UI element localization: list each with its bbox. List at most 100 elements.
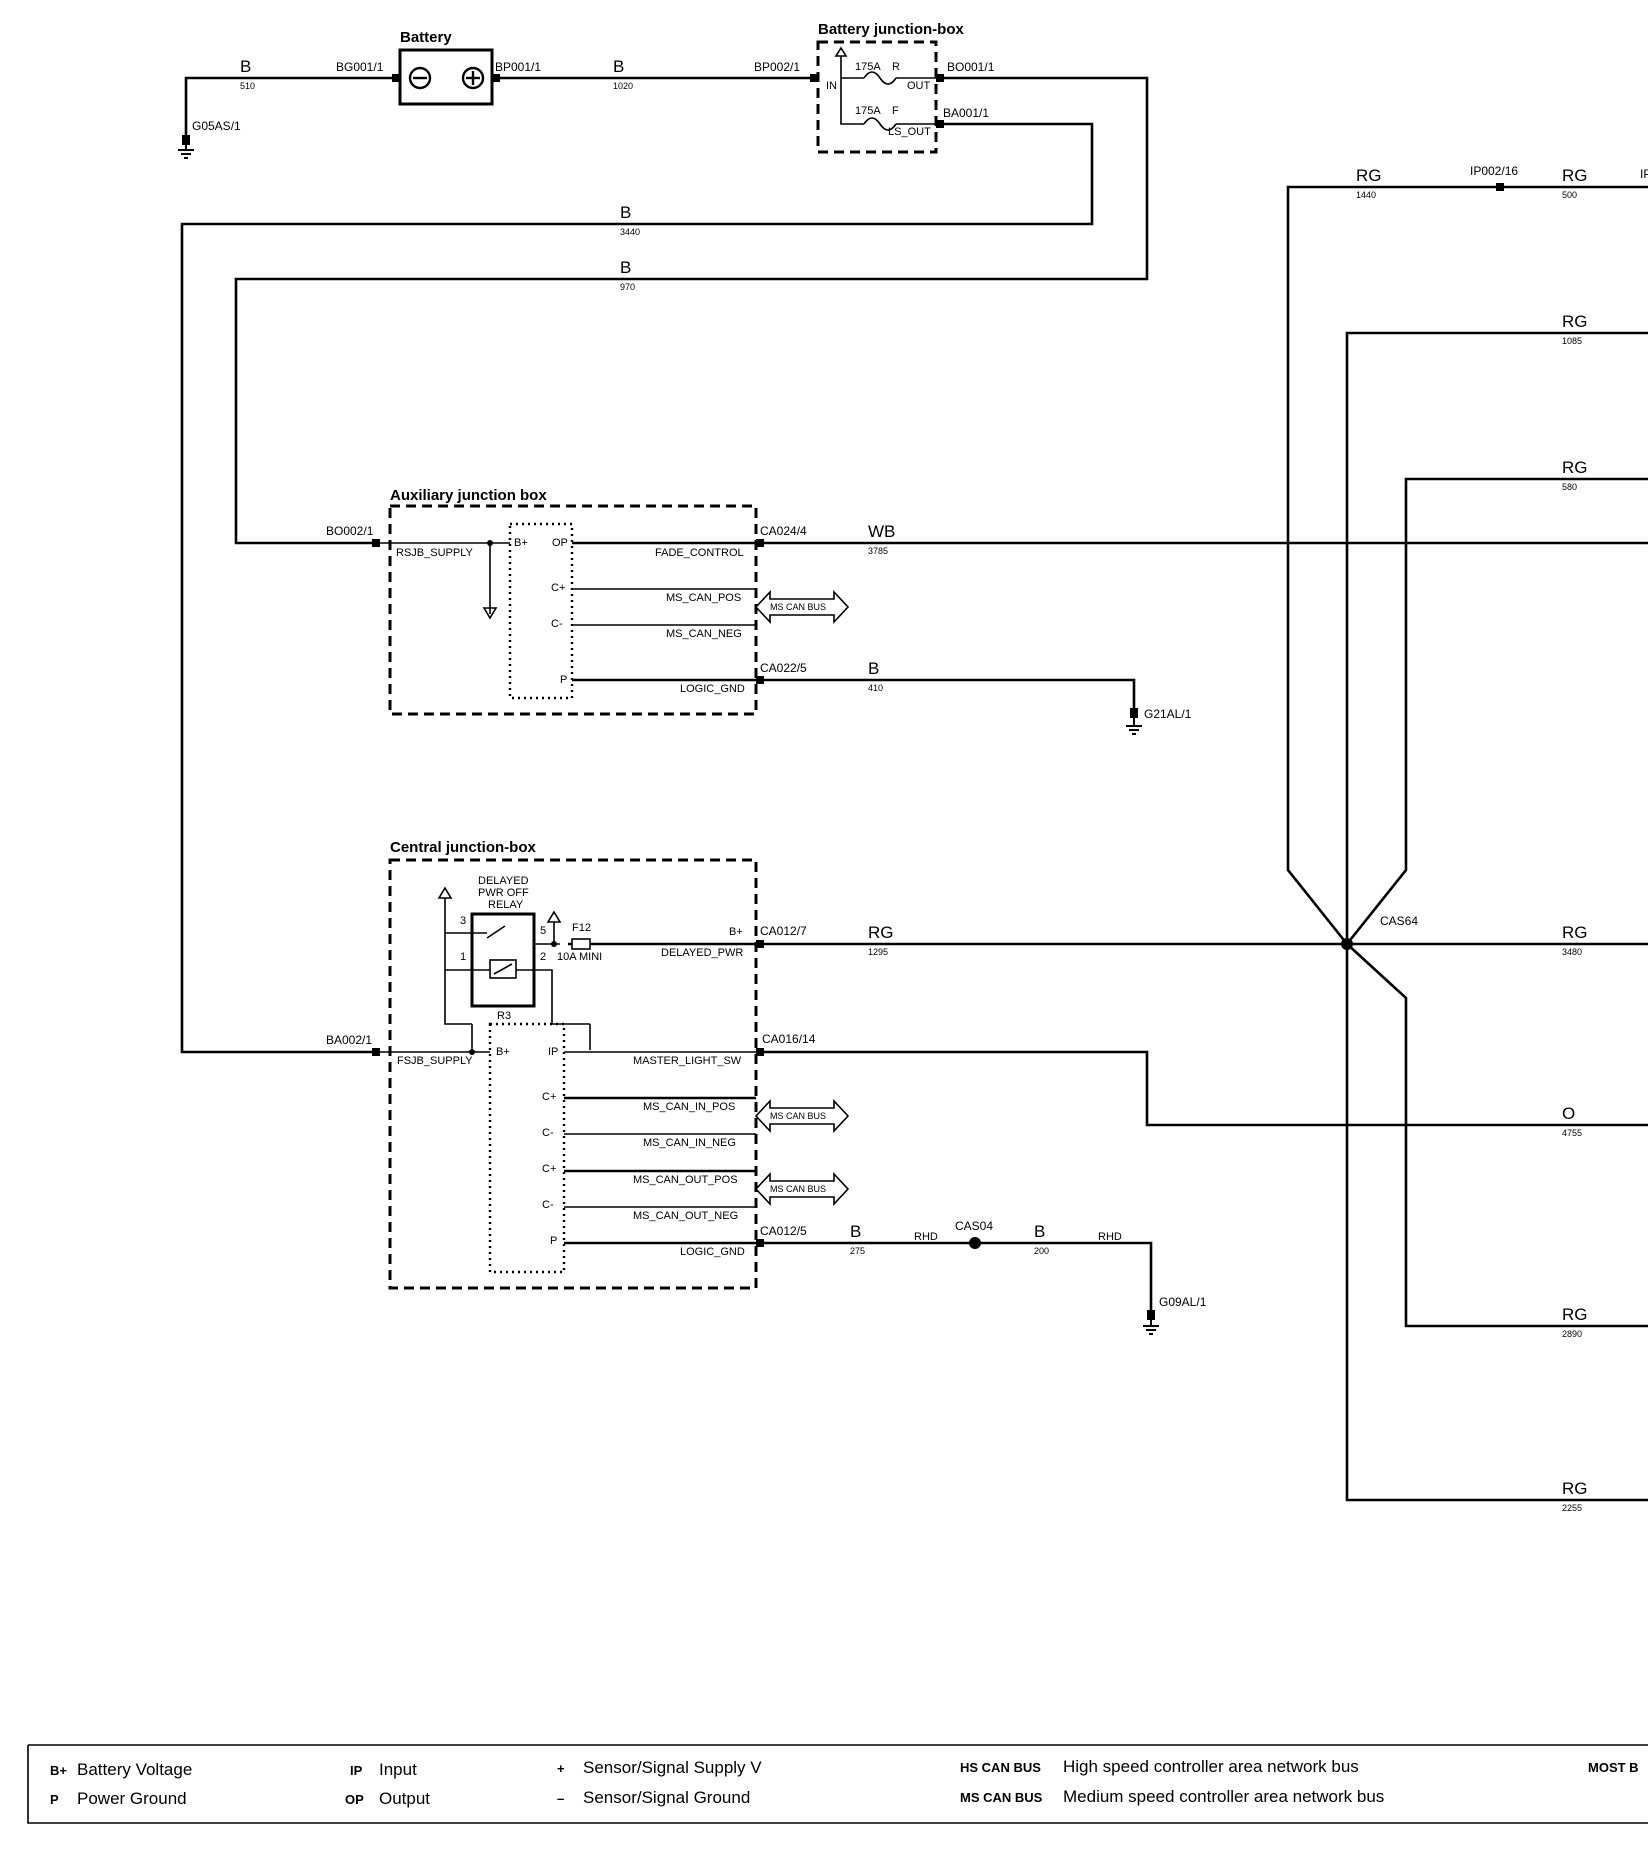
variant-label: RHD — [1098, 1231, 1122, 1243]
signal-label: MS_CAN_OUT_POS — [633, 1174, 738, 1186]
connector-pin-icon — [810, 74, 818, 82]
relay-internal-wire — [552, 1023, 591, 1050]
signal-label: MS_CAN_IN_NEG — [643, 1137, 736, 1149]
battery-jb-outline — [816, 40, 938, 154]
wire-number: 1440 — [1356, 190, 1376, 200]
legend-key: B+ — [50, 1763, 67, 1778]
wire-number: 580 — [1562, 482, 1577, 492]
fuse-rating: 10A MINI — [557, 951, 602, 963]
connector-pin-icon — [756, 539, 764, 547]
ms-can-bus-arrow-icon: MS CAN BUS — [754, 1098, 850, 1134]
wire-number: 500 — [1562, 190, 1577, 200]
wire-number: 3480 — [1562, 947, 1582, 957]
connector-pin-icon — [372, 539, 380, 547]
pin-label: C- — [542, 1199, 554, 1211]
legend-desc: Sensor/Signal Supply V — [583, 1758, 762, 1777]
central-jb-outline — [388, 858, 758, 1290]
wire-275-200 — [764, 1241, 1153, 1310]
wire-color: B — [620, 258, 631, 277]
fuse-id: F12 — [572, 922, 591, 934]
central-internal-wire — [564, 1133, 756, 1208]
wire-color: RG — [1562, 1479, 1588, 1498]
battery-jb-title: Battery junction-box — [818, 21, 964, 38]
legend-desc: Medium speed controller area network bus — [1063, 1787, 1384, 1806]
wire-4755 — [764, 1050, 1648, 1127]
pin-label: C+ — [551, 582, 565, 594]
legend-desc: Input — [379, 1760, 417, 1779]
connector-label: CA022/5 — [760, 661, 807, 675]
wire-410 — [764, 678, 1136, 708]
wire-color: B — [613, 57, 624, 76]
jb-pin-label: IN — [826, 80, 837, 92]
legend-key: IP — [350, 1763, 363, 1778]
splice-label: CAS64 — [1380, 914, 1418, 928]
ground-label: G21AL/1 — [1144, 707, 1192, 721]
pin-label: IP — [548, 1046, 558, 1058]
aux-jb-outline — [388, 504, 758, 716]
relay-icon — [470, 912, 536, 1008]
aux-internal-wire — [572, 588, 756, 626]
pin-label: B+ — [514, 537, 528, 549]
connector-pin-icon — [392, 74, 400, 82]
signal-label: MASTER_LIGHT_SW — [633, 1055, 742, 1067]
svg-text:MS CAN BUS: MS CAN BUS — [770, 1111, 826, 1121]
battery-positive-icon — [461, 66, 485, 90]
wire-number: 1020 — [613, 81, 633, 91]
wire-510 — [184, 76, 392, 135]
wire-color: B — [850, 1222, 861, 1241]
fuse-rating: 175A — [855, 105, 881, 117]
fuse-id: R — [892, 61, 900, 73]
jb-internal-wire — [841, 77, 936, 125]
legend-key: MOST B — [1588, 1760, 1639, 1775]
wire-number: 1085 — [1562, 336, 1582, 346]
battery-section: Battery B 510 BG001/1 G05AS/1 BP001/1 — [178, 29, 818, 159]
wire-970 — [234, 76, 1149, 545]
fuse-icon — [863, 117, 897, 131]
fuse-rating: 175A — [855, 61, 881, 73]
connector-label-cut: IP — [1640, 167, 1648, 181]
connector-label: CA016/14 — [762, 1032, 816, 1046]
splice-dot-icon — [969, 1237, 981, 1249]
wire-color: B — [1034, 1222, 1045, 1241]
relay-internal-wire — [444, 898, 560, 1025]
ms-can-bus-arrow-icon: MS CAN BUS — [754, 1171, 850, 1207]
ground-icon — [1126, 708, 1142, 735]
legend-desc: Power Ground — [77, 1789, 187, 1808]
central-internal-wire — [564, 1096, 756, 1173]
splice-dot-icon — [469, 1049, 475, 1055]
wire-number: 2255 — [1562, 1503, 1582, 1513]
relay-coil-icon — [489, 959, 517, 979]
relay-label: DELAYED — [478, 875, 529, 887]
signal-label: FADE_CONTROL — [655, 547, 744, 559]
battery-title: Battery — [400, 29, 452, 46]
wire-number: 410 — [868, 683, 883, 693]
signal-label: FSJB_SUPPLY — [397, 1055, 473, 1067]
connector-pin-icon — [936, 74, 944, 82]
wire-color: RG — [1562, 312, 1588, 331]
wire-color: WB — [868, 522, 895, 541]
fuse-id: F — [892, 105, 899, 117]
connector-pin-icon — [756, 676, 764, 684]
wire-color: O — [1562, 1104, 1575, 1123]
signal-label: DELAYED_PWR — [661, 947, 743, 959]
wire-color: RG — [1562, 166, 1588, 185]
wire-1440 — [1286, 185, 1496, 945]
relay-label: PWR OFF — [478, 887, 529, 899]
battery-negative-icon — [408, 66, 432, 90]
signal-label: MS_CAN_POS — [666, 592, 741, 604]
signal-label: LOGIC_GND — [680, 1246, 745, 1258]
ground-icon — [178, 135, 194, 159]
connector-label: BA002/1 — [326, 1033, 372, 1047]
variant-label: RHD — [914, 1231, 938, 1243]
wire-number: 1295 — [868, 947, 888, 957]
jb-pin-label: OUT — [907, 80, 931, 92]
legend-key: P — [50, 1792, 59, 1807]
pin-label: OP — [552, 537, 568, 549]
wire-number: 4755 — [1562, 1128, 1582, 1138]
aux-module-outline — [508, 522, 574, 700]
cas64-splice-network: IP002/16 IP RG 1440 RG 500 RG 1085 RG 58… — [1286, 164, 1648, 1513]
wire-color: RG — [1356, 166, 1382, 185]
signal-label: LOGIC_GND — [680, 683, 745, 695]
pin-label: B+ — [729, 926, 743, 938]
signal-label: MS_CAN_IN_POS — [643, 1101, 735, 1113]
